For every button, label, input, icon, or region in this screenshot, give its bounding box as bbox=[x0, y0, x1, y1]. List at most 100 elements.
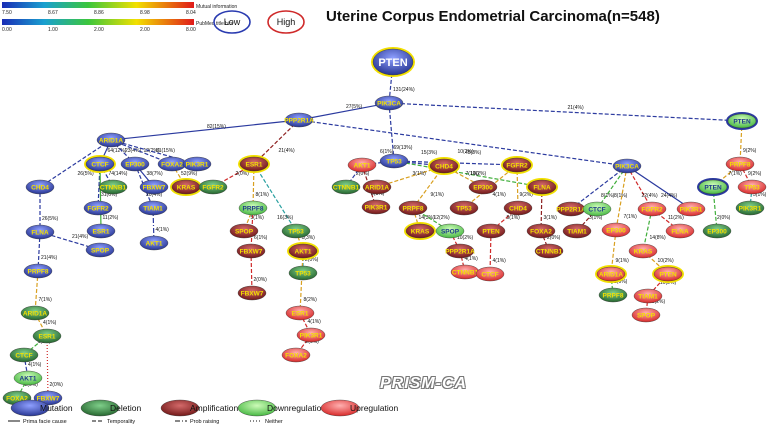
node-ctcf_2[interactable]: CTCF bbox=[9, 347, 39, 363]
node-pten_root[interactable]: PTEN bbox=[371, 47, 415, 77]
edge-label: 21(4%) bbox=[568, 105, 584, 111]
node-pten_3[interactable]: PTEN bbox=[476, 223, 506, 239]
node-ellipse bbox=[633, 288, 663, 304]
node-chd4_2[interactable]: CHD4 bbox=[428, 157, 460, 175]
edge-label: 16(3%) bbox=[277, 215, 293, 221]
node-fbxw7_1[interactable]: FBXW7 bbox=[139, 179, 169, 195]
node-tp53_4[interactable]: TP53 bbox=[449, 200, 479, 216]
node-pten_5[interactable]: PTEN bbox=[697, 178, 729, 196]
node-ctnnb1_3[interactable]: CTNNB1 bbox=[450, 264, 480, 280]
node-label: SPOP bbox=[637, 313, 656, 320]
node-ep300_4[interactable]: EP300 bbox=[702, 223, 732, 239]
node-esr1_2[interactable]: ESR1 bbox=[86, 223, 116, 239]
legend-downregulation: Downregulation bbox=[237, 399, 326, 417]
node-ppp2r1a[interactable]: PPP2R1A bbox=[284, 112, 314, 128]
node-ctnnb1_1[interactable]: CTNNB1 bbox=[98, 179, 128, 195]
legend-mutation: Mutation bbox=[10, 399, 73, 417]
node-pik3r1_5[interactable]: PIK3R1 bbox=[735, 200, 765, 216]
node-flna_1[interactable]: FLNA bbox=[25, 224, 55, 240]
node-arid1a_1[interactable]: ARID1A bbox=[96, 132, 126, 148]
node-label: ESR1 bbox=[93, 229, 110, 236]
node-foxa2_3[interactable]: FOXA2 bbox=[281, 347, 311, 363]
node-prpf8_1[interactable]: PRPF8 bbox=[23, 263, 53, 279]
node-pik3r1_2[interactable]: PIK3R1 bbox=[296, 327, 326, 343]
node-prpf8_3[interactable]: PRPF8 bbox=[398, 200, 428, 216]
node-tiam1_2[interactable]: TIAM1 bbox=[562, 223, 592, 239]
node-foxa2_1[interactable]: FOXA2 bbox=[157, 156, 187, 172]
node-ellipse bbox=[372, 48, 414, 76]
node-ppp2r1a_3[interactable]: PPP2R1A bbox=[556, 201, 586, 217]
node-ctcf_1[interactable]: CTCF bbox=[84, 155, 116, 173]
node-fgfr2_3[interactable]: FGFR2 bbox=[501, 156, 533, 174]
node-prpf8_4[interactable]: PRPF8 bbox=[598, 287, 628, 303]
node-esr1_1[interactable]: ESR1 bbox=[238, 155, 270, 173]
node-kras_2[interactable]: KRAS bbox=[404, 222, 436, 240]
edge-label: 8(1%) bbox=[614, 193, 628, 199]
node-label: PTEN bbox=[378, 57, 407, 69]
edge-label: 3(1%) bbox=[544, 215, 558, 221]
node-ppp2r1a_2[interactable]: PPP2R1A bbox=[445, 243, 475, 259]
node-spop_2[interactable]: SPOP bbox=[229, 223, 259, 239]
node-label: CTCF bbox=[481, 272, 498, 279]
node-kras_3[interactable]: KRAS bbox=[628, 243, 658, 259]
node-chd4_3[interactable]: CHD4 bbox=[503, 200, 533, 216]
node-arid1a_4[interactable]: ARID1A bbox=[595, 265, 627, 283]
node-pik3ca_1[interactable]: PIK3CA bbox=[374, 95, 404, 111]
node-akt1_1[interactable]: AKT1 bbox=[139, 235, 169, 251]
node-ellipse bbox=[98, 179, 128, 195]
node-ctcf_4[interactable]: CTCF bbox=[582, 201, 612, 217]
node-fgfr2_1[interactable]: FGFR2 bbox=[83, 200, 113, 216]
node-spop_1[interactable]: SPOP bbox=[85, 242, 115, 258]
node-tiam1_1[interactable]: TIAM1 bbox=[138, 200, 168, 216]
node-arid1a_2[interactable]: ARID1A bbox=[20, 305, 50, 321]
node-label: KRAS bbox=[177, 185, 196, 192]
node-fgfr2_2[interactable]: FGFR2 bbox=[198, 179, 228, 195]
node-fbxw7_4[interactable]: FBXW7 bbox=[237, 285, 267, 301]
node-esr1_3[interactable]: ESR1 bbox=[32, 328, 62, 344]
node-akt1_2[interactable]: AKT1 bbox=[13, 370, 43, 386]
node-ctcf_3[interactable]: CTCF bbox=[475, 266, 505, 282]
node-flna_3[interactable]: FLNA bbox=[665, 223, 695, 239]
node-ellipse bbox=[449, 200, 479, 216]
node-prpf8_5[interactable]: PRPF8 bbox=[725, 156, 755, 172]
node-label: PIK3R1 bbox=[739, 206, 762, 213]
node-ctnnb1_4[interactable]: CTNNB1 bbox=[534, 243, 564, 259]
node-label: KRAS bbox=[634, 249, 653, 256]
node-ellipse bbox=[85, 242, 115, 258]
node-flna_2[interactable]: FLNA bbox=[526, 178, 558, 196]
node-arid1a_3[interactable]: ARID1A bbox=[362, 179, 392, 195]
node-spop_4[interactable]: SPOP bbox=[631, 307, 661, 323]
node-tp53_1[interactable]: TP53 bbox=[379, 153, 409, 169]
node-ellipse bbox=[596, 266, 626, 282]
node-label: PRPF8 bbox=[603, 293, 624, 300]
node-spop_3[interactable]: SPOP bbox=[435, 223, 465, 239]
edge-label: 22(4%) bbox=[642, 193, 658, 199]
node-pten_2[interactable]: PTEN bbox=[726, 112, 758, 130]
node-kras_1[interactable]: KRAS bbox=[170, 178, 202, 196]
node-pik3r1_1[interactable]: PIK3R1 bbox=[182, 156, 212, 172]
node-ellipse bbox=[23, 263, 53, 279]
node-esr1_4[interactable]: ESR1 bbox=[285, 305, 315, 321]
node-ep300_3[interactable]: EP300 bbox=[601, 222, 631, 238]
node-akt1_4[interactable]: AKT1 bbox=[347, 157, 377, 173]
node-chd4_1[interactable]: CHD4 bbox=[25, 179, 55, 195]
node-ctnnb1_2[interactable]: CTNNB1 bbox=[331, 179, 361, 195]
node-akt1_3[interactable]: AKT1 bbox=[287, 242, 319, 260]
node-tp53_5[interactable]: TP53 bbox=[737, 179, 767, 195]
node-fgfr2_4[interactable]: FGFR2 bbox=[637, 201, 667, 217]
node-tp53_3[interactable]: TP53 bbox=[288, 265, 318, 281]
node-ellipse bbox=[702, 223, 732, 239]
node-pik3ca_2[interactable]: PIK3CA bbox=[612, 158, 642, 174]
node-tp53_2[interactable]: TP53 bbox=[281, 223, 311, 239]
edge-label: 11(2%) bbox=[668, 215, 684, 221]
node-ep300_2[interactable]: EP300 bbox=[468, 179, 498, 195]
node-pten_4[interactable]: PTEN bbox=[652, 265, 684, 283]
node-prpf8_2[interactable]: PRPF8 bbox=[238, 200, 268, 216]
node-pik3r1_4[interactable]: PIK3R1 bbox=[676, 201, 706, 217]
node-ep300_1[interactable]: EP300 bbox=[120, 156, 150, 172]
node-foxa2_4[interactable]: FOXA2 bbox=[526, 223, 556, 239]
node-pik3r1_3[interactable]: PIK3R1 bbox=[361, 199, 391, 215]
node-fbxw7_3[interactable]: FBXW7 bbox=[236, 243, 266, 259]
node-tiam1_3[interactable]: TIAM1 bbox=[633, 288, 663, 304]
edge-label: 9(2%) bbox=[743, 148, 757, 154]
